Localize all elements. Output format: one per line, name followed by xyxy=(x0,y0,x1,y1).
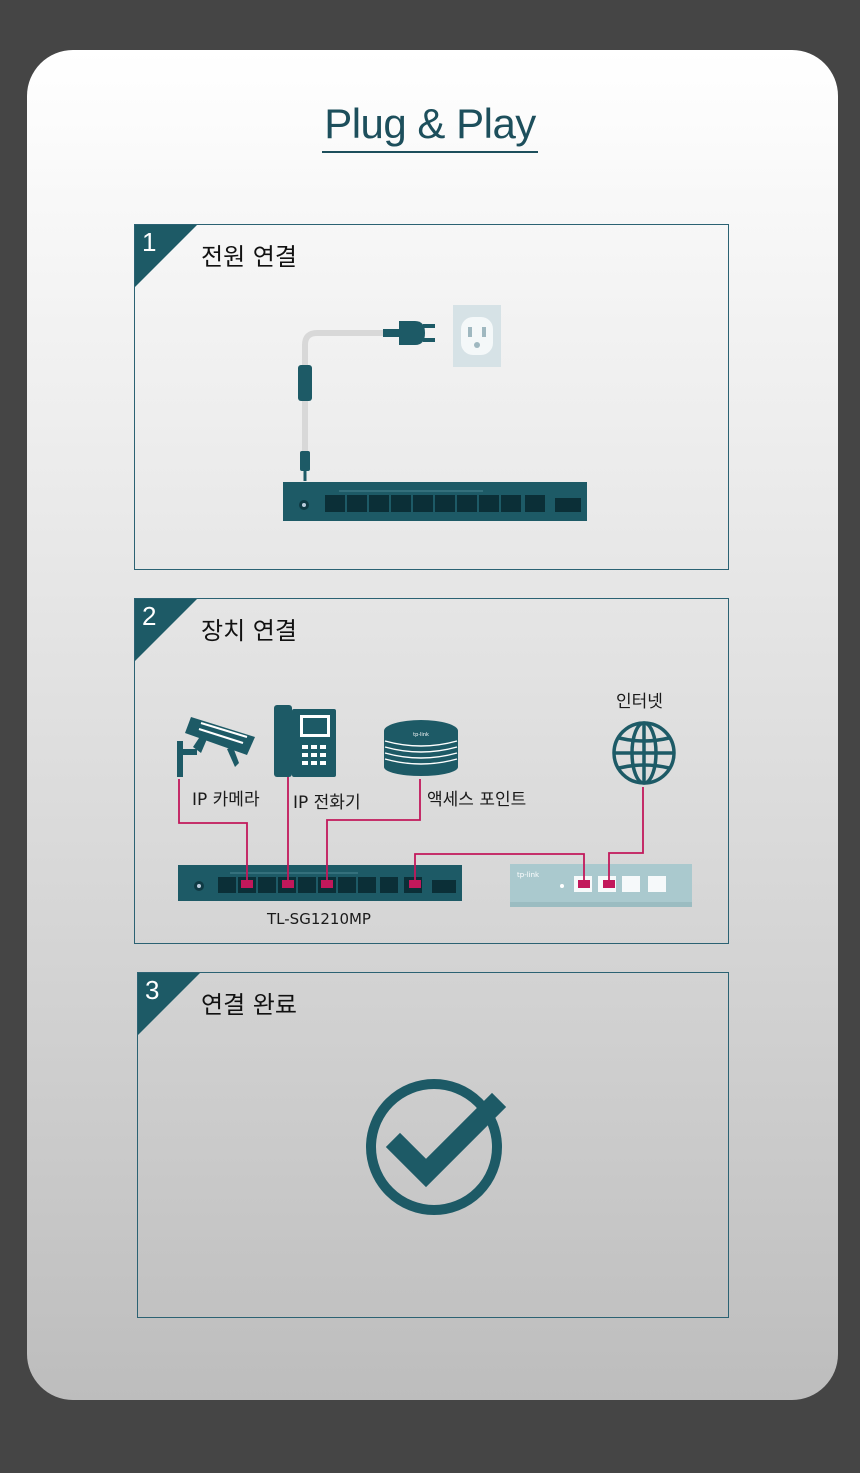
step-1-title: 전원 연결 xyxy=(201,243,297,271)
router-brand-label: tp-link xyxy=(517,871,540,879)
step-2-corner xyxy=(135,599,197,661)
step-3-title: 연결 완료 xyxy=(201,991,297,1019)
step-3-panel: 3 연결 완료 xyxy=(137,972,729,1318)
step-2-panel: 2 장치 연결 tp-link xyxy=(134,598,729,944)
wall-outlet-icon xyxy=(453,305,501,367)
step-1-panel: 1 전원 연결 xyxy=(134,224,729,570)
switch-model-label: TL-SG1210MP xyxy=(267,910,371,928)
ip-phone-icon xyxy=(274,705,336,777)
page-title: Plug & Play xyxy=(0,100,860,153)
checkmark-icon xyxy=(366,1079,507,1215)
step-2-number: 2 xyxy=(142,601,157,631)
step-2-title: 장치 연결 xyxy=(201,617,297,645)
ip-camera-icon xyxy=(177,717,255,777)
power-cable-illustration xyxy=(298,321,435,481)
switch-step1-icon xyxy=(283,482,587,521)
ip-camera-label: IP 카메라 xyxy=(192,790,260,810)
step-1-corner xyxy=(135,225,197,287)
step-3-corner xyxy=(138,973,200,1035)
step-1-number: 1 xyxy=(142,227,157,257)
ip-phone-label: IP 전화기 xyxy=(293,793,361,813)
access-point-icon: tp-link xyxy=(384,720,458,776)
access-point-label: 액세스 포인트 xyxy=(427,790,527,810)
internet-label: 인터넷 xyxy=(616,692,663,712)
step-3-number: 3 xyxy=(145,975,160,1005)
page-title-text: Plug & Play xyxy=(322,100,538,153)
ap-brand-text: tp-link xyxy=(413,732,429,738)
connection-cables xyxy=(178,777,644,888)
internet-globe-icon xyxy=(612,721,676,785)
